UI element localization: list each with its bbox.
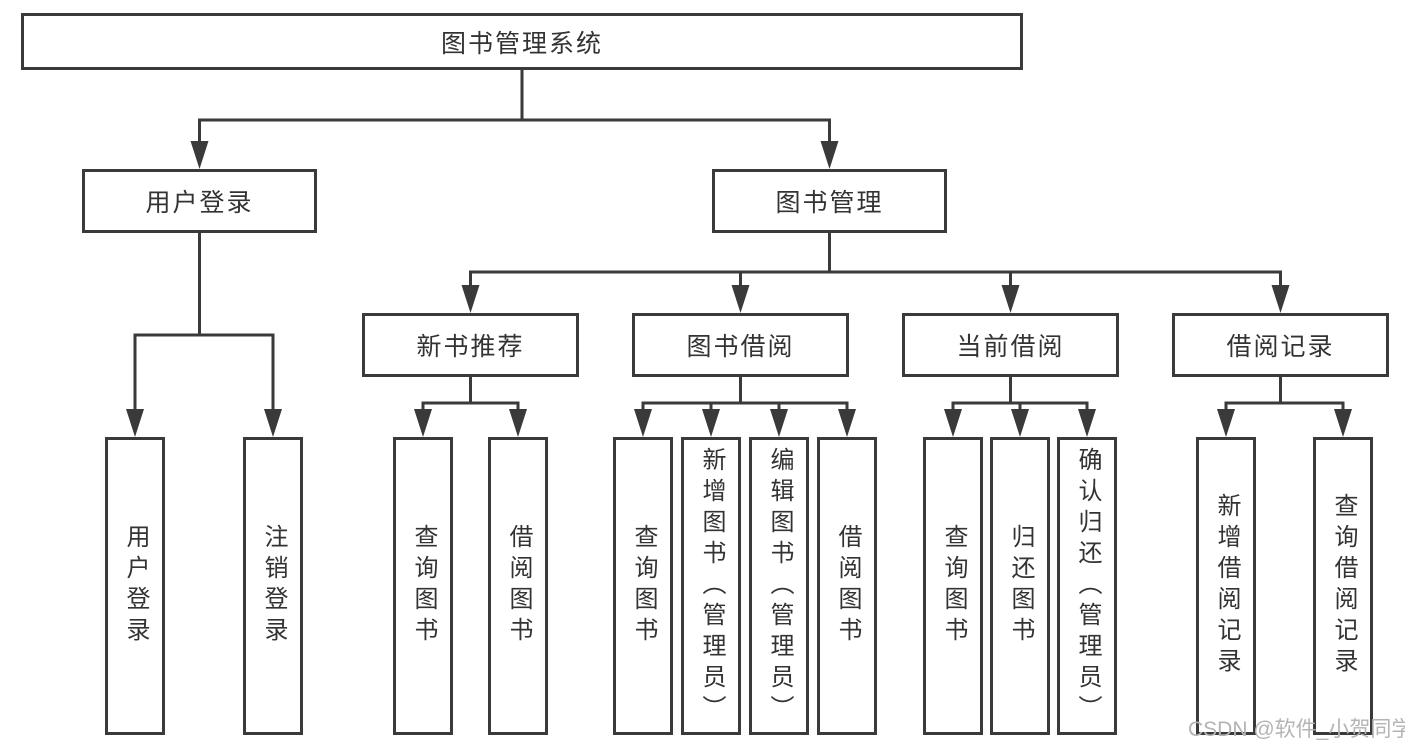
arrowhead-to-leaf-return-book [1011,409,1029,437]
arrowhead-to-leaf-user-login [126,409,144,437]
arrowhead-to-leaf-query-book-3 [944,409,962,437]
node-leaf-user-login: 用户登录 [105,437,165,735]
arrowhead-to-leaf-query-book-2 [634,409,652,437]
node-borrowing-records: 借阅记录 [1172,313,1389,377]
node-root: 图书管理系统 [21,13,1023,70]
node-leaf-add-borrow-record: 新增借阅记录 [1196,437,1256,735]
edge-from-borrowing-records [1224,375,1345,417]
node-book-management: 图书管理 [712,169,947,233]
arrowhead-to-current-borrowing [1001,285,1020,313]
node-leaf-query-book-1: 查询图书 [393,437,453,735]
node-label-root: 图书管理系统 [440,29,603,58]
node-label-leaf-add-borrow-record: 新增借阅记录 [1213,493,1240,679]
node-label-leaf-borrow-book-1: 借阅图书 [505,524,532,648]
node-label-new-book-recommend: 新书推荐 [416,333,525,361]
node-leaf-borrow-book-1: 借阅图书 [488,437,548,735]
node-label-current-borrowing: 当前借阅 [956,333,1065,361]
node-leaf-query-borrow-record: 查询借阅记录 [1313,437,1373,735]
arrowhead-to-leaf-logout [264,409,282,437]
edge-from-root [198,68,831,149]
node-leaf-logout: 注销登录 [243,437,303,735]
arrowhead-to-new-book-recommend [461,285,480,313]
node-label-leaf-confirm-return: 确认归还（管理员） [1074,446,1101,726]
node-label-leaf-query-book-3: 查询图书 [940,524,967,648]
node-label-leaf-query-book-1: 查询图书 [410,524,437,648]
edge-from-book-borrowing [641,375,849,417]
arrowhead-to-book-management [820,141,839,169]
edge-from-book-management [469,231,1282,293]
node-label-leaf-borrow-book-2: 借阅图书 [834,524,861,648]
arrowhead-to-leaf-borrow-book-2 [838,409,856,437]
edge-from-user-login-group [133,231,275,417]
node-leaf-confirm-return: 确认归还（管理员） [1057,437,1117,735]
node-leaf-add-book-admin: 新增图书（管理员） [681,437,741,735]
node-leaf-borrow-book-2: 借阅图书 [817,437,877,735]
arrowhead-to-leaf-borrow-book-1 [509,409,527,437]
node-leaf-return-book: 归还图书 [990,437,1050,735]
node-label-book-borrowing: 图书借阅 [686,333,795,361]
node-user-login-group: 用户登录 [82,169,317,233]
node-label-leaf-add-book-admin: 新增图书（管理员） [698,446,725,726]
node-new-book-recommend: 新书推荐 [362,313,579,377]
edge-from-new-book-recommend [421,375,520,417]
arrowhead-to-leaf-query-book-1 [414,409,432,437]
node-label-leaf-edit-book-admin: 编辑图书（管理员） [766,446,793,726]
node-label-leaf-query-borrow-record: 查询借阅记录 [1330,493,1357,679]
arrowhead-to-borrowing-records [1271,285,1290,313]
node-leaf-edit-book-admin: 编辑图书（管理员） [749,437,809,735]
node-label-leaf-return-book: 归还图书 [1007,524,1034,648]
node-label-leaf-user-login: 用户登录 [122,524,149,648]
node-leaf-query-book-2: 查询图书 [613,437,673,735]
node-current-borrowing: 当前借阅 [902,313,1119,377]
node-label-book-management: 图书管理 [775,189,884,217]
node-label-borrowing-records: 借阅记录 [1226,333,1335,361]
watermark: CSDN @软件_小贺同学 [1188,718,1405,741]
node-label-leaf-query-book-2: 查询图书 [630,524,657,648]
arrowhead-to-leaf-add-book-admin [702,409,720,437]
arrowhead-to-leaf-edit-book-admin [770,409,788,437]
node-label-leaf-logout: 注销登录 [260,524,287,648]
node-leaf-query-book-3: 查询图书 [923,437,983,735]
arrowhead-to-book-borrowing [731,285,750,313]
arrowhead-to-leaf-add-borrow-record [1217,409,1235,437]
arrowhead-to-leaf-confirm-return [1078,409,1096,437]
arrowhead-to-leaf-query-borrow-record [1334,409,1352,437]
node-book-borrowing: 图书借阅 [632,313,849,377]
arrowhead-to-user-login-group [190,141,209,169]
node-label-user-login-group: 用户登录 [145,189,254,217]
